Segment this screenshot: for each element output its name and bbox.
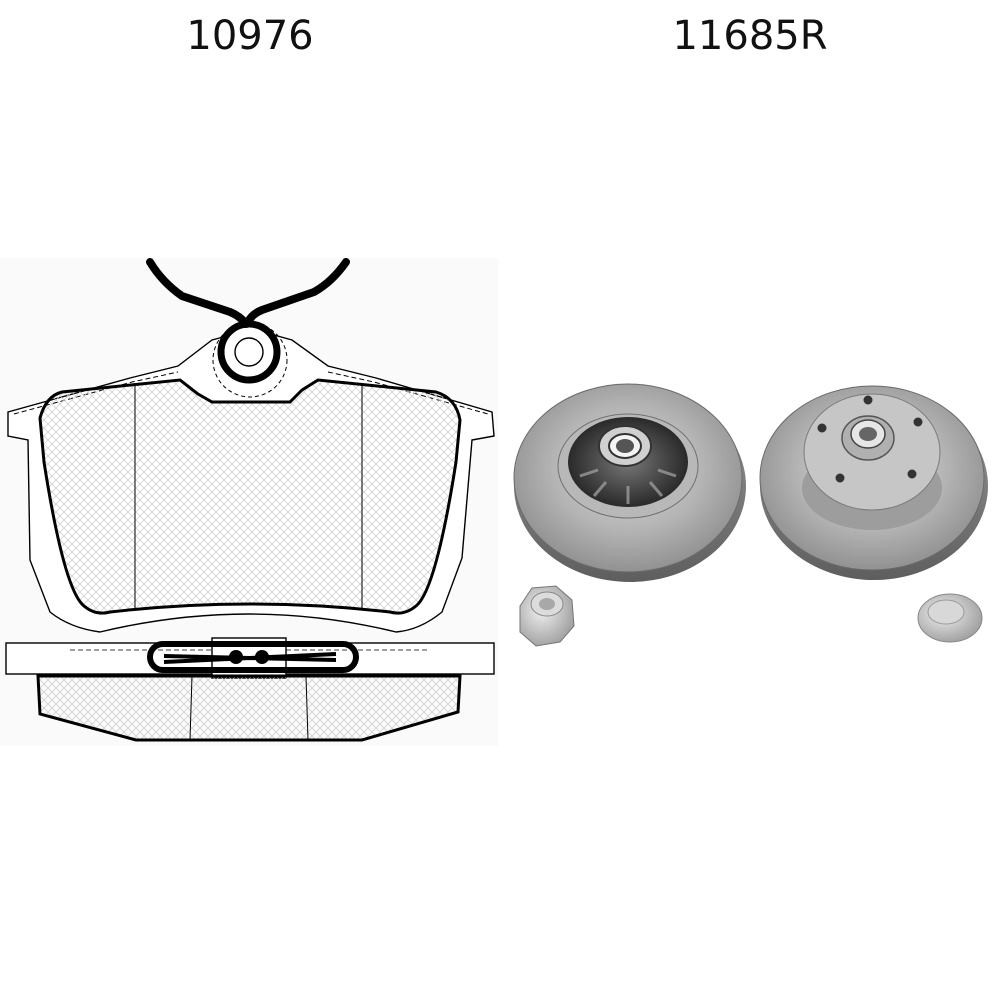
axle-nut	[519, 585, 575, 647]
pad-sensor-eye	[212, 320, 288, 398]
pad-side-slot-left	[189, 675, 193, 741]
pad-friction-material	[38, 378, 462, 615]
brake-disc-rear-view	[513, 383, 746, 582]
brake-pad-drawing	[0, 258, 498, 746]
pad-side-slot-right	[305, 675, 309, 741]
product-code-brake-discs: 11685R	[672, 13, 828, 59]
pad-side-clip	[147, 637, 359, 679]
product-code-brake-pads: 10976	[186, 13, 314, 59]
dust-cap	[917, 593, 983, 643]
brake-disc-front-view	[759, 385, 988, 580]
pad-spring-clip	[146, 258, 350, 328]
pad-side-friction	[36, 674, 462, 742]
